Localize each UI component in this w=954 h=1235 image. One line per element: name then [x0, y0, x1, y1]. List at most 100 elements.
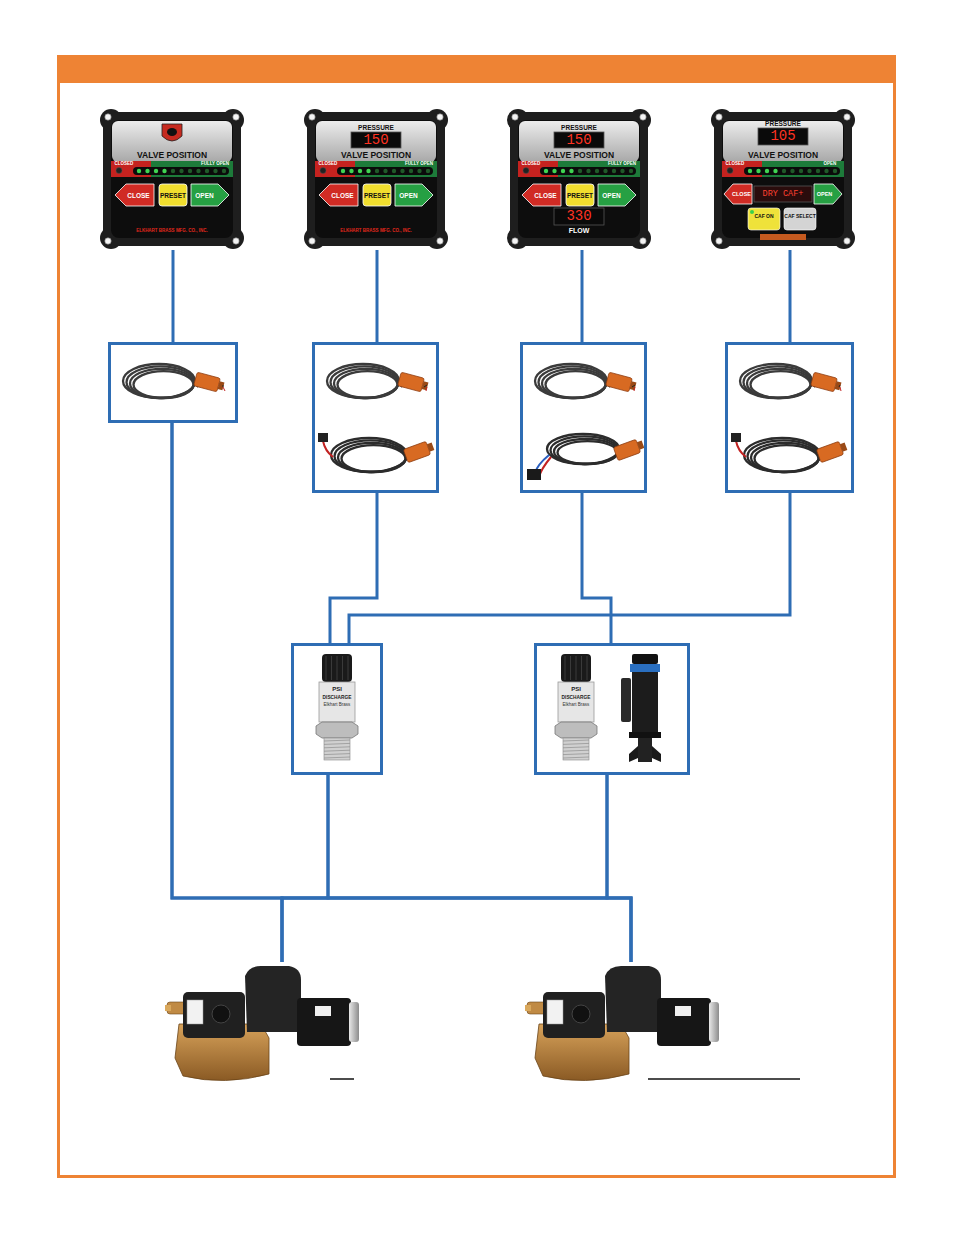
ellipse-shape — [331, 366, 399, 398]
line-shape — [426, 387, 427, 391]
ellipse-shape — [747, 369, 811, 398]
wire-line — [581, 250, 584, 342]
circle-shape — [154, 169, 158, 173]
circle-shape — [750, 210, 754, 214]
line-shape — [839, 385, 840, 387]
rect-shape — [748, 208, 780, 230]
line-shape — [632, 385, 635, 387]
circle-shape — [595, 169, 599, 173]
panel-label: ELKHART BRASS MFG. CO., INC. — [99, 229, 245, 234]
rect-shape — [563, 738, 589, 760]
circle-shape — [578, 169, 582, 173]
circle-shape — [523, 168, 529, 174]
path-shape — [162, 124, 182, 141]
g-shape — [194, 372, 226, 393]
svg-shape — [525, 962, 725, 1087]
rect-shape — [525, 1005, 531, 1011]
line-shape — [576, 656, 577, 680]
wire-line — [172, 423, 631, 962]
rect-shape — [554, 132, 604, 148]
rect-shape — [758, 128, 808, 145]
line-shape — [324, 740, 350, 741]
ellipse-shape — [338, 443, 406, 472]
circle-shape — [620, 169, 624, 173]
rect-shape — [657, 998, 711, 1046]
g-shape — [811, 372, 843, 393]
svg-shape — [315, 345, 436, 490]
ellipse-shape — [744, 366, 812, 398]
panel-label: VALVE POSITION — [710, 151, 856, 160]
panel-label: PSI — [558, 686, 594, 693]
rect-shape — [630, 381, 637, 390]
ellipse-shape — [748, 440, 820, 472]
panel-label: VALVE POSITION — [506, 151, 652, 160]
rect-shape — [754, 186, 812, 202]
panel-label: PRESET — [566, 192, 594, 199]
wire-connector — [172, 423, 631, 962]
panel-label: PRESSURE — [506, 124, 652, 131]
circle-shape — [716, 238, 722, 244]
ellipse-shape — [551, 436, 619, 464]
ellipse-shape — [123, 364, 195, 398]
panel-label: CAF SELECT — [784, 213, 816, 219]
rect-shape — [218, 381, 225, 390]
rect-shape — [297, 998, 351, 1046]
svg-shape — [728, 345, 851, 490]
circle-shape — [375, 169, 379, 173]
rect-shape — [103, 112, 241, 246]
g-shape — [398, 372, 430, 393]
circle-shape — [727, 168, 733, 174]
polygon-shape — [814, 184, 842, 204]
rect-shape — [543, 992, 605, 1038]
circle-shape — [358, 169, 362, 173]
rect-shape — [159, 184, 187, 206]
blank-underline — [648, 1078, 800, 1080]
circle-shape — [773, 169, 777, 173]
line-shape — [324, 750, 350, 751]
circle-shape — [586, 169, 590, 173]
circle-shape — [629, 169, 633, 173]
panel-label: FLOW — [506, 227, 652, 235]
circle-shape — [366, 169, 370, 173]
polygon-shape — [395, 184, 433, 206]
g-shape — [403, 440, 435, 463]
ellipse-shape — [130, 369, 194, 398]
panel-label: CLOSED — [723, 162, 747, 167]
rect-shape — [194, 372, 221, 392]
circle-shape — [561, 169, 565, 173]
wire-line — [582, 493, 611, 643]
panel-label: 105 — [758, 128, 808, 144]
svg-shape — [165, 962, 365, 1087]
rect-shape — [318, 433, 328, 442]
circle-shape — [612, 169, 616, 173]
svg-shape — [294, 646, 380, 772]
panel-label: 150 — [554, 132, 604, 148]
wire-line — [328, 775, 631, 962]
blank-underline — [330, 1078, 354, 1080]
ellipse-shape — [539, 366, 607, 398]
path-shape — [605, 966, 661, 1032]
circle-shape — [105, 238, 111, 244]
rect-shape — [632, 654, 658, 664]
ellipse-shape — [554, 439, 618, 464]
control-panel: PRESSURE105VALVE POSITIONCLOSEDOPENCLOSE… — [710, 108, 856, 250]
circle-shape — [640, 238, 646, 244]
rect-shape — [315, 120, 437, 238]
wire-connector — [582, 493, 611, 643]
rect-shape — [187, 1000, 203, 1024]
cable-box — [312, 342, 439, 493]
rect-shape — [811, 372, 838, 392]
circle-shape — [162, 169, 166, 173]
rect-shape — [722, 120, 844, 238]
rect-shape — [744, 167, 840, 175]
panel-label: FULLY OPEN — [606, 162, 638, 167]
page-border — [59, 57, 895, 1177]
line-shape — [324, 757, 350, 758]
line-shape — [563, 747, 589, 748]
line-shape — [348, 656, 349, 680]
line-shape — [581, 656, 582, 680]
wire-line — [789, 250, 792, 342]
cable-box — [108, 342, 238, 423]
line-shape — [563, 754, 589, 755]
line-shape — [563, 740, 589, 741]
